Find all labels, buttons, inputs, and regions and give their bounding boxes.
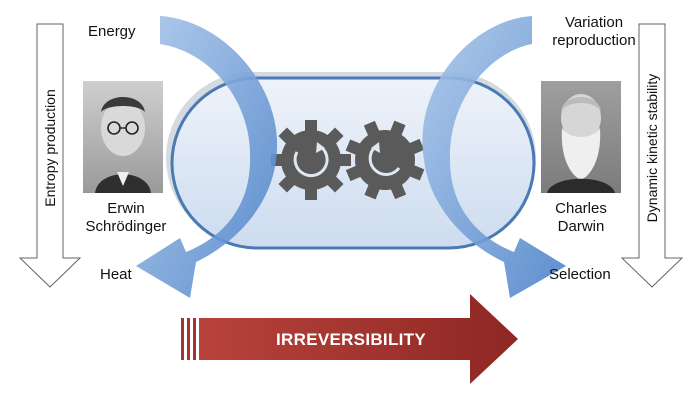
energy-heat-arrow bbox=[136, 16, 278, 298]
darwin-name-line1: Charles bbox=[555, 200, 607, 217]
selection-label: Selection bbox=[549, 266, 611, 283]
schrodinger-name: Erwin Schrödinger bbox=[78, 200, 174, 236]
irreversibility-label: IRREVERSIBILITY bbox=[276, 330, 426, 349]
schrodinger-portrait bbox=[83, 81, 163, 193]
schrodinger-name-line2: Schrödinger bbox=[85, 218, 167, 235]
gear-icon bbox=[271, 120, 351, 200]
variation-label-line2: reproduction bbox=[552, 32, 636, 49]
darwin-portrait bbox=[541, 81, 621, 193]
darwin-name-line2: Darwin bbox=[557, 218, 605, 235]
variation-label: Variation reproduction bbox=[548, 14, 640, 50]
dynamic-kinetic-stability-label: Dynamic kinetic stability bbox=[644, 73, 660, 223]
heat-label: Heat bbox=[100, 266, 132, 283]
cycle-arrow-icon bbox=[368, 145, 401, 176]
entropy-production-label: Entropy production bbox=[42, 89, 58, 207]
irreversibility-arrow bbox=[181, 294, 518, 384]
darwin-name: Charles Darwin bbox=[537, 200, 625, 236]
variation-selection-arrow bbox=[422, 16, 566, 298]
schrodinger-name-line1: Erwin bbox=[107, 200, 145, 217]
cycle-capsule bbox=[170, 76, 536, 250]
entropy-arrow bbox=[18, 23, 82, 288]
kinetic-arrow bbox=[620, 23, 684, 288]
variation-label-line1: Variation bbox=[564, 14, 624, 31]
cycle-arrow-icon bbox=[293, 145, 329, 178]
energy-label: Energy bbox=[88, 23, 136, 40]
gear-icon bbox=[345, 120, 425, 200]
